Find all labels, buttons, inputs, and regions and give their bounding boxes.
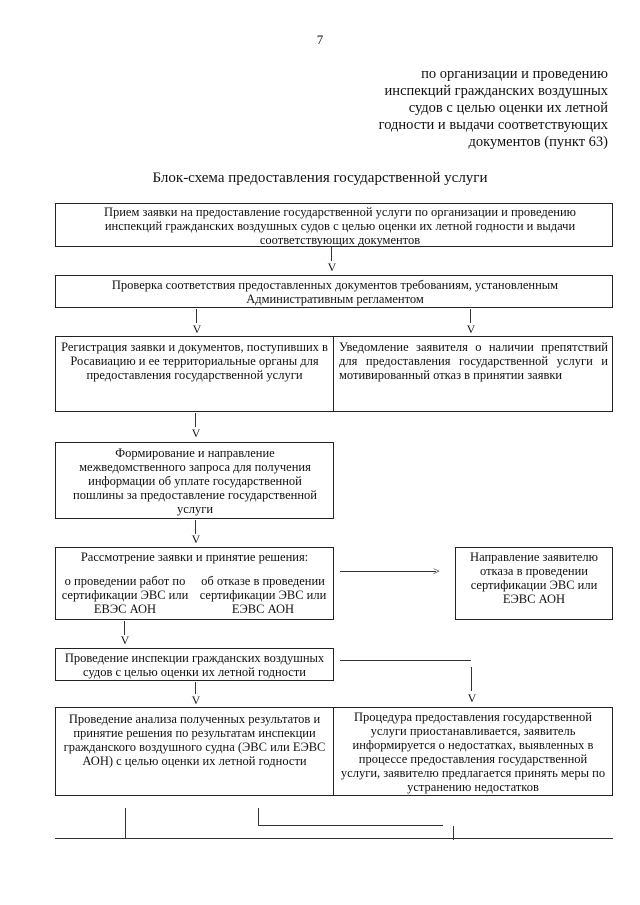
box-application-receipt-text: Прием заявки на предоставление государст…	[103, 205, 577, 247]
box-inspection-text: Проведение инспекции гражданских воздушн…	[64, 651, 325, 679]
header-line: инспекций гражданских воздушных	[384, 83, 608, 99]
box-refusal-notification-text: Уведомление заявителя о наличии препятст…	[339, 340, 608, 382]
arrow-down-icon: V	[120, 633, 130, 647]
arrow-down-icon: V	[192, 322, 202, 336]
arrow-down-icon: V	[327, 260, 337, 274]
arrow-down-icon: V	[191, 426, 201, 440]
header-line: судов с целью оценки их летной	[408, 100, 608, 116]
box-suspension	[333, 707, 613, 796]
connector-line	[453, 826, 454, 840]
box-decision-title: Рассмотрение заявки и принятие решения:	[80, 550, 309, 564]
connector-line	[196, 309, 197, 323]
connector-line	[470, 309, 471, 323]
box-analysis-text: Проведение анализа полученных результато…	[63, 712, 326, 768]
connector-line	[124, 621, 125, 635]
connector-line	[340, 571, 436, 572]
header-line: документов (пункт 63)	[468, 134, 608, 150]
page-number: 7	[316, 32, 324, 47]
connector-line	[125, 808, 126, 838]
box-decision	[55, 547, 334, 620]
header-line: годности и выдачи соответствующих	[378, 117, 608, 133]
arrow-down-icon: V	[467, 691, 477, 705]
box-document-check-text: Проверка соответствия предоставленных до…	[111, 278, 559, 306]
box-refusal-sent-text: Направление заявителю отказа в проведени…	[470, 550, 598, 606]
box-interagency-request	[55, 442, 334, 519]
connector-line	[195, 520, 196, 534]
box-document-check	[55, 275, 613, 308]
box-refusal-notification	[333, 336, 613, 412]
box-registration-text: Регистрация заявки и документов, поступи…	[61, 340, 328, 382]
box-refusal-sent	[455, 547, 613, 620]
connector-line	[331, 247, 332, 261]
arrow-down-icon: V	[466, 322, 476, 336]
connector-line	[195, 413, 196, 427]
connector-line	[195, 682, 196, 694]
box-inspection	[55, 648, 334, 681]
box-interagency-request-text: Формирование и направление межведомствен…	[73, 446, 317, 516]
connector-line	[55, 838, 613, 839]
connector-line	[340, 660, 471, 661]
box-suspension-text: Процедура предоставления государственной…	[340, 710, 606, 794]
connector-line	[258, 825, 443, 826]
arrow-right-icon: >	[433, 564, 440, 578]
connector-line	[258, 808, 259, 826]
header-block: по организации и проведению инспекций гр…	[348, 66, 608, 151]
arrow-down-icon: V	[191, 693, 201, 707]
box-decision-approve: о проведении работ по сертификации ЭВС и…	[61, 574, 189, 616]
box-application-receipt	[55, 203, 613, 247]
box-decision-reject: об отказе в проведении сертификации ЭВС …	[199, 574, 327, 616]
header-line: по организации и проведению	[421, 66, 608, 82]
connector-line	[471, 667, 472, 691]
arrow-down-icon: V	[191, 532, 201, 546]
diagram-title: Блок-схема предоставления государственно…	[152, 170, 488, 186]
